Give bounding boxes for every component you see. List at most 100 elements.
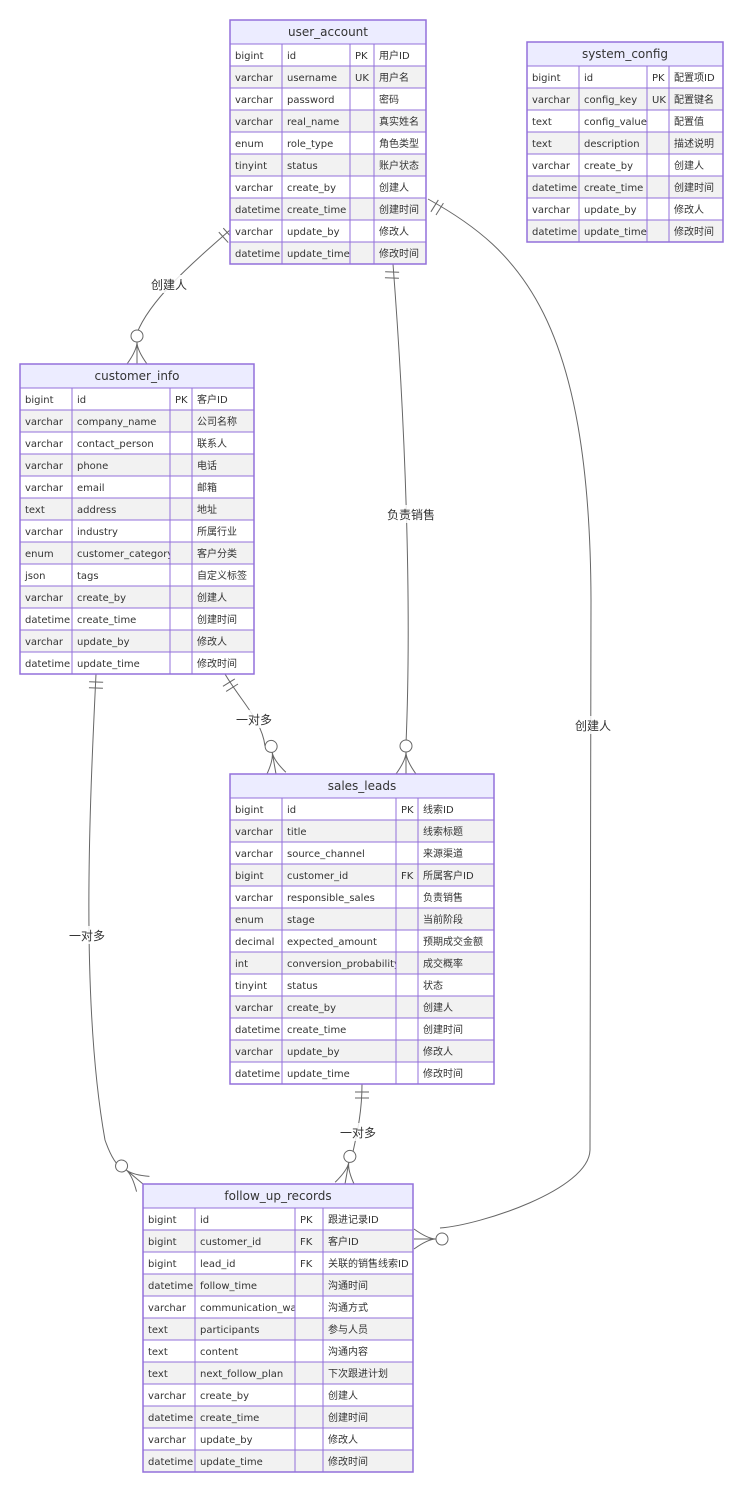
column-name: update_time — [287, 249, 350, 260]
column-type: datetime — [25, 659, 70, 670]
column-type: bigint — [148, 1259, 177, 1270]
column-key: UK — [652, 95, 666, 106]
entity-border — [526, 41, 724, 243]
column-type: tinyint — [235, 161, 267, 172]
table-cell — [646, 131, 670, 155]
column-comment: 修改人 — [197, 635, 227, 648]
column-name: create_time — [584, 183, 643, 194]
column-type: varchar — [25, 637, 64, 648]
column-type: varchar — [532, 205, 571, 216]
relationship-label-bg — [66, 926, 108, 944]
column-comment: 配置值 — [674, 115, 704, 128]
entity-border — [142, 1183, 414, 1473]
column-type: text — [148, 1325, 168, 1336]
table-cell — [294, 1383, 324, 1407]
column-name: create_by — [77, 593, 126, 604]
column-name: username — [287, 73, 337, 84]
column-type: bigint — [148, 1215, 177, 1226]
column-name: contact_person — [77, 439, 154, 450]
column-key: PK — [652, 73, 665, 84]
table-cell — [169, 651, 193, 675]
one-cardinality-mark — [430, 199, 444, 216]
table-cell — [294, 1273, 324, 1297]
column-name: industry — [77, 527, 118, 538]
column-name: email — [77, 483, 105, 494]
column-comment: 创建时间 — [423, 1023, 463, 1036]
table-cell — [646, 175, 670, 199]
column-name: lead_id — [200, 1259, 236, 1270]
column-type: varchar — [25, 417, 64, 428]
column-type: bigint — [148, 1237, 177, 1248]
column-comment: 下次跟进计划 — [328, 1367, 388, 1380]
column-name: responsible_sales — [287, 893, 375, 904]
column-name: participants — [200, 1325, 260, 1336]
column-comment: 客户ID — [197, 393, 228, 406]
column-type: datetime — [25, 615, 70, 626]
table-cell — [395, 907, 419, 931]
column-name: communication_way — [200, 1303, 303, 1314]
column-type: varchar — [532, 95, 571, 106]
column-name: content — [200, 1347, 238, 1358]
column-comment: 用户名 — [379, 71, 409, 84]
column-comment: 创建人 — [197, 591, 227, 604]
table-row: varchar update_by 修改人 — [19, 629, 255, 653]
column-type: datetime — [148, 1413, 193, 1424]
zero-or-many-cardinality-mark — [264, 739, 287, 776]
table-cell — [169, 519, 193, 543]
table-cell — [646, 153, 670, 177]
table-cell — [294, 1317, 324, 1341]
column-type: varchar — [148, 1435, 187, 1446]
column-comment: 当前阶段 — [423, 913, 463, 926]
column-name: customer_id — [287, 871, 348, 882]
entity-border — [19, 363, 255, 675]
column-comment: 创建时间 — [379, 203, 419, 216]
column-name: update_by — [287, 1047, 340, 1058]
column-comment: 描述说明 — [674, 137, 714, 150]
column-comment: 修改时间 — [674, 225, 714, 238]
relationship-label: 一对多 — [69, 929, 105, 943]
zero-or-many-cardinality-mark — [126, 329, 148, 365]
relationship-label-bg — [572, 716, 614, 734]
column-comment: 修改时间 — [423, 1067, 463, 1080]
column-comment: 负责销售 — [423, 891, 463, 904]
table-cell — [349, 219, 375, 243]
entity-header — [526, 41, 724, 67]
column-comment: 沟通方式 — [328, 1301, 368, 1314]
column-type: text — [532, 139, 552, 150]
column-name: address — [77, 505, 116, 516]
column-comment: 账户状态 — [379, 159, 419, 172]
column-name: title — [287, 827, 307, 838]
column-name: update_by — [77, 637, 130, 648]
column-name: config_key — [584, 95, 637, 106]
table-cell — [349, 87, 375, 111]
column-type: decimal — [235, 937, 274, 948]
table-cell — [169, 453, 193, 477]
column-comment: 角色类型 — [379, 137, 419, 150]
column-comment: 公司名称 — [197, 415, 237, 428]
column-name: create_by — [287, 183, 336, 194]
entity-title: follow_up_records — [224, 1189, 331, 1203]
table-cell — [349, 109, 375, 133]
relationship-label-bg — [337, 1123, 379, 1141]
column-name: create_time — [287, 1025, 346, 1036]
column-name: update_time — [77, 659, 140, 670]
column-comment: 联系人 — [197, 438, 227, 450]
one-cardinality-mark — [88, 681, 104, 689]
column-name: id — [287, 51, 296, 62]
table-cell — [395, 995, 419, 1019]
